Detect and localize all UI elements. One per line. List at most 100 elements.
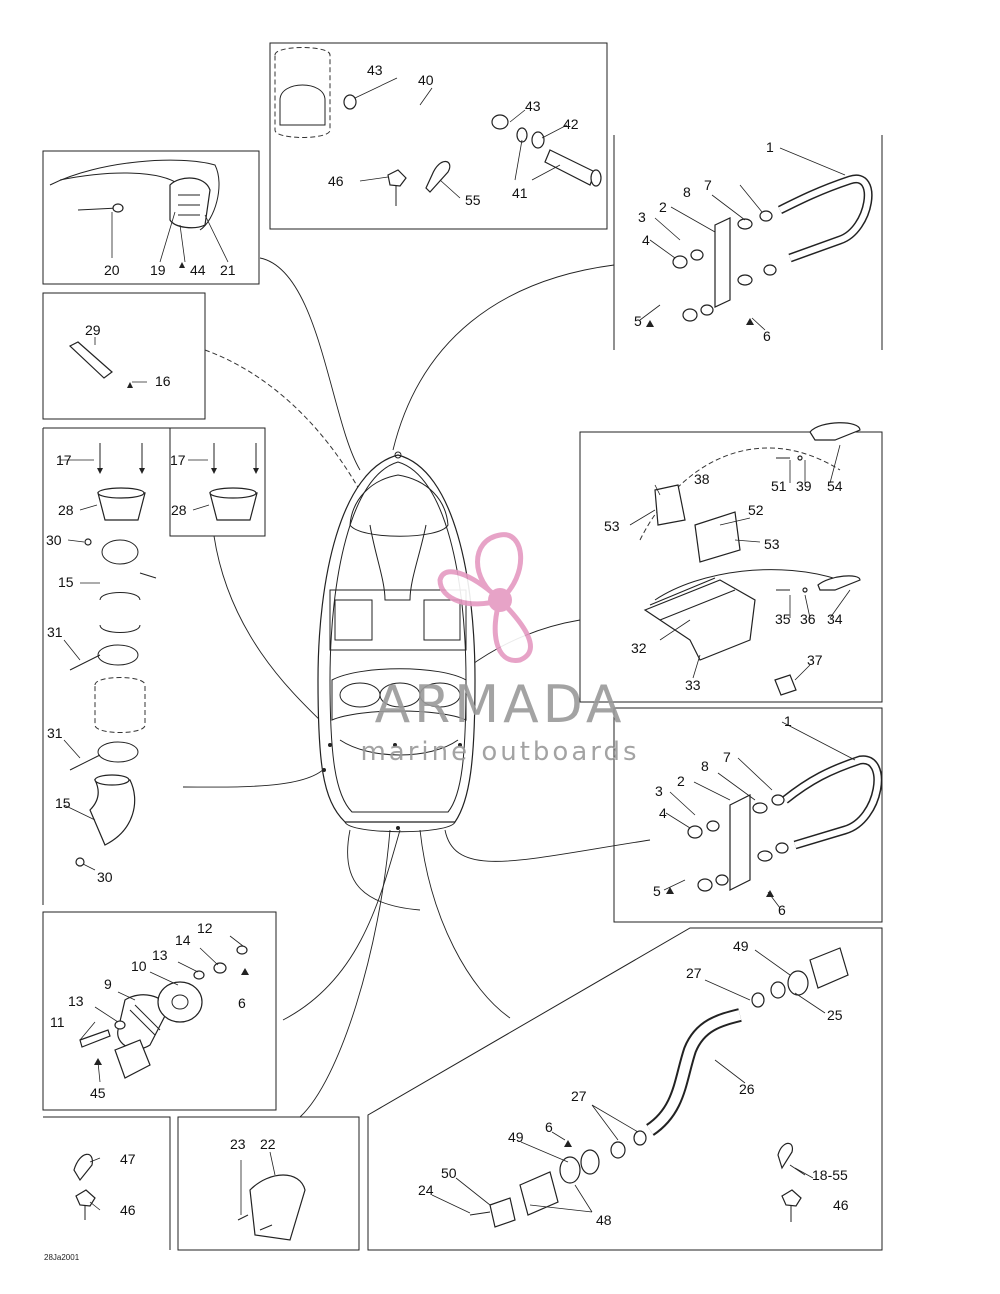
callout-30a: 30 — [46, 532, 62, 548]
panel-top-right — [613, 135, 883, 350]
callout-33: 33 — [685, 677, 701, 693]
callout-20: 20 — [104, 262, 120, 278]
callout-tr-7: 7 — [704, 177, 712, 193]
callout-tr-6: 6 — [763, 328, 771, 344]
callout-12: 12 — [197, 920, 213, 936]
storage-bin-detail — [49, 159, 220, 268]
callout-31a: 31 — [47, 624, 63, 640]
callout-32: 32 — [631, 640, 647, 656]
callout-17a: 17 — [56, 452, 72, 468]
callout-mr-8: 8 — [701, 758, 709, 774]
callout-tr-4: 4 — [642, 232, 650, 248]
handle-assembly-lower — [666, 755, 883, 897]
callout-24: 24 — [418, 1182, 434, 1198]
connection-lines — [182, 257, 651, 1118]
panel-bottom-left — [42, 911, 277, 1111]
callout-mr-3: 3 — [655, 783, 663, 799]
handle-assembly-upper — [646, 174, 873, 327]
callout-49b: 49 — [508, 1129, 524, 1145]
callout-35: 35 — [775, 611, 791, 627]
callout-55-top: 55 — [465, 192, 481, 208]
callout-18-55: 18-55 — [812, 1167, 848, 1183]
callout-47: 47 — [120, 1151, 136, 1167]
propeller-logo-icon — [437, 532, 533, 663]
callout-16: 16 — [155, 373, 171, 389]
callout-9: 9 — [104, 976, 112, 992]
callout-22: 22 — [260, 1136, 276, 1152]
callout-mr-4: 4 — [659, 805, 667, 821]
callout-28b: 28 — [171, 502, 187, 518]
callout-51: 51 — [771, 478, 787, 494]
callout-11: 11 — [50, 1014, 65, 1030]
callout-27b: 27 — [571, 1088, 587, 1104]
hull-body — [317, 451, 476, 833]
callout-tr-1: 1 — [766, 139, 774, 155]
callout-26: 26 — [739, 1081, 755, 1097]
exhaust-hose-assembly — [469, 947, 849, 1228]
vent-column — [69, 443, 259, 867]
strap-and-screw — [73, 1153, 96, 1220]
callout-17b: 17 — [170, 452, 186, 468]
callout-6-br: 6 — [545, 1119, 553, 1135]
callout-mr-5: 5 — [653, 883, 661, 899]
callout-19: 19 — [150, 262, 166, 278]
callout-43a: 43 — [367, 62, 383, 78]
callout-tr-3: 3 — [638, 209, 646, 225]
callout-41: 41 — [512, 185, 528, 201]
panel-bottom-middle — [177, 1116, 360, 1251]
callout-40: 40 — [418, 72, 434, 88]
panel-right-lower — [613, 707, 883, 923]
callout-50: 50 — [441, 1165, 457, 1181]
callout-29: 29 — [85, 322, 101, 338]
panel-bottom-right — [367, 927, 883, 1251]
callout-43b: 43 — [525, 98, 541, 114]
watermark-tagline: marine outboards — [360, 737, 639, 767]
panel-top-center — [269, 42, 608, 230]
rod-detail — [68, 341, 133, 388]
callout-21: 21 — [220, 262, 236, 278]
callout-46-br: 46 — [833, 1197, 849, 1213]
callout-39: 39 — [796, 478, 812, 494]
callout-38: 38 — [694, 471, 710, 487]
callout-10: 10 — [131, 958, 147, 974]
callout-53b: 53 — [764, 536, 780, 552]
callout-13b: 13 — [68, 993, 84, 1009]
callout-48: 48 — [596, 1212, 612, 1228]
watermark-brand: ARMADA — [375, 675, 626, 735]
callout-54: 54 — [827, 478, 843, 494]
bilge-hose-assembly — [274, 47, 602, 206]
footrest-bracket-assembly — [639, 422, 861, 696]
callout-31b: 31 — [47, 725, 63, 741]
callout-tr-2: 2 — [659, 199, 667, 215]
armada-watermark: ARMADA marine outboards — [360, 532, 639, 767]
panel-left-column — [42, 427, 266, 905]
callout-15a: 15 — [58, 574, 74, 590]
panel-bottom-far-left — [43, 1116, 171, 1250]
callout-46-bl: 46 — [120, 1202, 136, 1218]
callout-30b: 30 — [97, 869, 113, 885]
callout-52: 52 — [748, 502, 764, 518]
callout-mr-6: 6 — [778, 902, 786, 918]
panel-left-small — [42, 292, 206, 420]
callout-15b: 15 — [55, 795, 71, 811]
callout-28a: 28 — [58, 502, 74, 518]
callout-34: 34 — [827, 611, 843, 627]
callout-labels: 1 7 8 2 3 4 5 6 1 7 8 2 3 4 5 6 43 40 43… — [44, 62, 849, 1262]
callout-23: 23 — [230, 1136, 246, 1152]
callout-36: 36 — [800, 611, 816, 627]
callout-46-top: 46 — [328, 173, 344, 189]
callout-mr-7: 7 — [723, 749, 731, 765]
callout-14: 14 — [175, 932, 191, 948]
panel-right-middle — [579, 431, 883, 703]
callout-37: 37 — [807, 652, 823, 668]
callout-45: 45 — [90, 1085, 106, 1101]
callout-mr-1: 1 — [784, 713, 792, 729]
callout-44: 44 — [190, 262, 206, 278]
callout-tr-5: 5 — [634, 313, 642, 329]
callout-13a: 13 — [152, 947, 168, 963]
drain-plug-assembly — [79, 945, 249, 1079]
callout-25: 25 — [827, 1007, 843, 1023]
footer-code: 28Ja2001 — [44, 1253, 80, 1262]
callout-mr-2: 2 — [677, 773, 685, 789]
